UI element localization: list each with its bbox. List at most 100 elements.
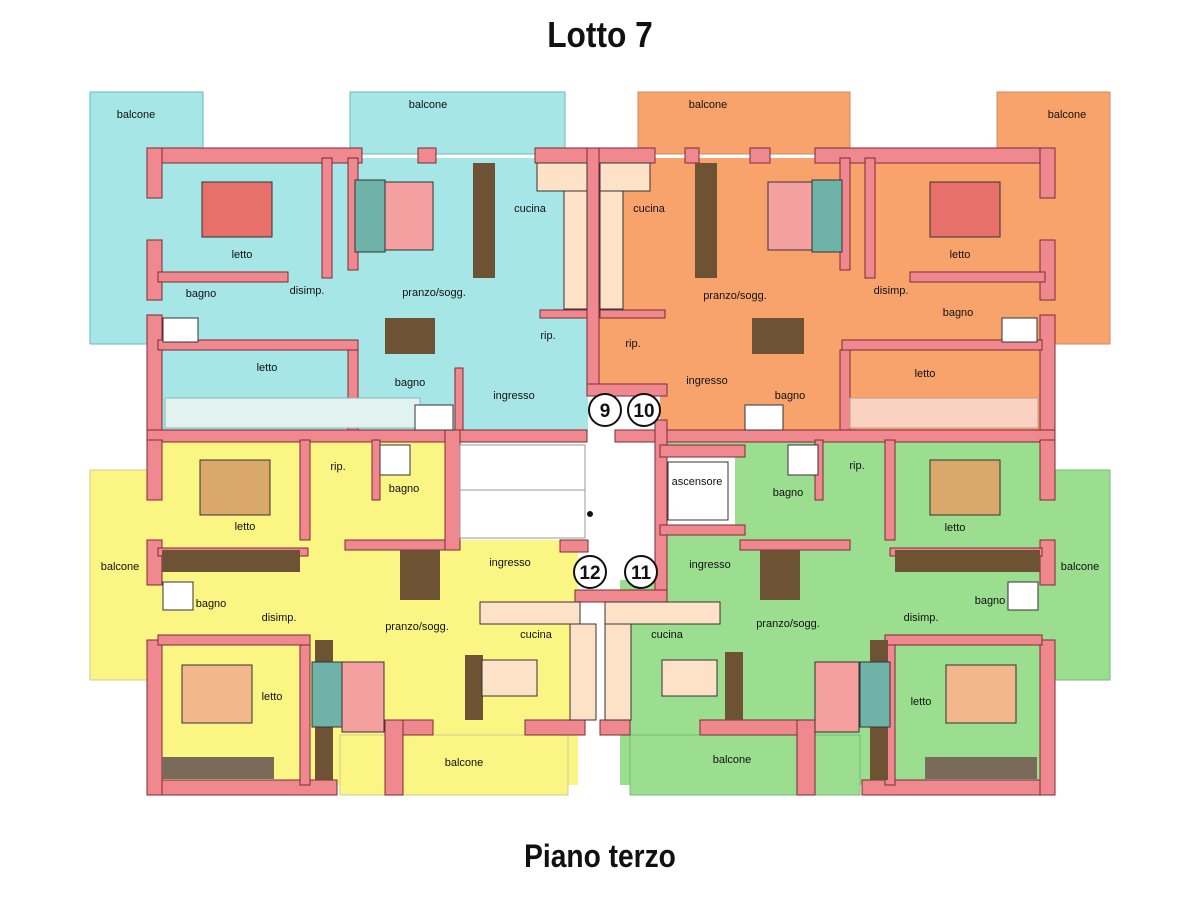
sofa	[811, 179, 843, 253]
balcony-zone	[339, 734, 569, 796]
wall	[146, 429, 588, 443]
apartment-number-label: 12	[579, 563, 600, 584]
apartment-number-label: 9	[600, 401, 611, 422]
room-label-balcone: balcone	[101, 561, 140, 573]
room-label-balcone: balcone	[1061, 561, 1100, 573]
apartment-number-circle	[624, 555, 658, 589]
room-label-letto: letto	[950, 249, 971, 261]
wall	[1039, 439, 1056, 501]
room-label-pranzo: pranzo/sogg.	[402, 287, 466, 299]
bathtub	[414, 404, 454, 431]
dining-table	[385, 318, 435, 354]
room-label-ingresso: ingresso	[686, 375, 728, 387]
room-label-letto: letto	[232, 249, 253, 261]
room-label-letto: letto	[235, 521, 256, 533]
dining-table	[760, 550, 800, 600]
room-label-cucina: cucina	[633, 203, 666, 215]
furniture	[162, 162, 1040, 780]
rug	[384, 181, 434, 251]
room-label-bagno: bagno	[196, 598, 227, 610]
shower	[162, 581, 194, 611]
apartment-number-12: 12	[573, 555, 607, 589]
wall	[157, 634, 311, 646]
wall	[909, 271, 1046, 283]
wall	[524, 719, 586, 736]
apartment-number-10: 10	[627, 393, 661, 427]
kitchen-counter	[604, 623, 632, 721]
wardrobe	[162, 550, 300, 572]
wall	[402, 719, 434, 736]
wall	[864, 157, 876, 279]
stairs	[459, 444, 586, 539]
room-label-letto: letto	[915, 368, 936, 380]
floor-caption: Piano terzo	[524, 838, 676, 874]
wall	[1039, 639, 1056, 796]
wall	[146, 639, 163, 796]
shelving	[725, 652, 743, 720]
wall	[347, 349, 359, 431]
apartment-number-9: 9	[588, 393, 622, 427]
bed	[181, 664, 253, 724]
shelving	[473, 163, 495, 278]
balcony-zone	[629, 734, 861, 796]
kitchen-counter	[599, 162, 651, 192]
wall	[574, 589, 668, 603]
wall	[157, 271, 289, 283]
dining-table	[661, 659, 718, 697]
shower	[162, 317, 199, 343]
wall	[146, 239, 163, 301]
apartment-number-label: 10	[633, 401, 654, 422]
bed	[199, 459, 271, 516]
wardrobe	[849, 397, 1039, 429]
bed	[201, 181, 273, 238]
bed	[929, 459, 1001, 516]
apartment-number-11: 11	[624, 555, 658, 589]
apartment-number-circle	[627, 393, 661, 427]
room-label-pranzo: pranzo/sogg.	[385, 621, 449, 633]
room-label-bagno: bagno	[773, 487, 804, 499]
wall	[384, 719, 404, 796]
room-label-balcone: balcone	[1048, 109, 1087, 121]
balcony-zone	[349, 91, 566, 155]
room-labels: balcone balcone balcone balcone balcone balco…	[101, 99, 1100, 769]
page-title: Lotto 7	[547, 14, 653, 55]
balcony-zone	[637, 91, 851, 155]
bathtub	[744, 404, 784, 431]
apartment-10-zone	[600, 392, 660, 402]
wall	[444, 429, 461, 551]
shower	[379, 444, 411, 476]
wardrobe	[162, 757, 274, 779]
wall	[299, 639, 311, 786]
wall	[739, 539, 851, 551]
room-label-letto: letto	[945, 522, 966, 534]
room-label-balcone: balcone	[409, 99, 448, 111]
room-label-balcone: balcone	[117, 109, 156, 121]
stair-core	[588, 400, 660, 580]
rug	[341, 661, 385, 733]
wall	[157, 339, 359, 351]
wall	[614, 429, 1056, 443]
wall	[841, 339, 1043, 351]
shower	[787, 444, 819, 476]
room-label-rip: rip.	[330, 461, 345, 473]
room-label-rip: rip.	[625, 338, 640, 350]
wardrobe	[925, 757, 1037, 779]
kitchen-counter	[599, 190, 624, 310]
apartment-number-circle	[588, 393, 622, 427]
room-label-balcone: balcone	[713, 754, 752, 766]
wall	[586, 147, 600, 385]
shelving	[695, 163, 717, 278]
wall	[559, 539, 589, 553]
room-label-bagno: bagno	[943, 307, 974, 319]
room-label-ingresso: ingresso	[493, 390, 535, 402]
room-label-balcone: balcone	[689, 99, 728, 111]
wall	[146, 439, 163, 501]
shelving	[465, 655, 483, 720]
wall	[659, 524, 746, 536]
rug	[767, 181, 813, 251]
wardrobe	[164, 397, 421, 429]
room-label-disimp: disimp.	[290, 285, 325, 297]
sofa	[859, 661, 891, 728]
apartment-number-label: 11	[631, 563, 652, 584]
wall	[684, 147, 700, 164]
